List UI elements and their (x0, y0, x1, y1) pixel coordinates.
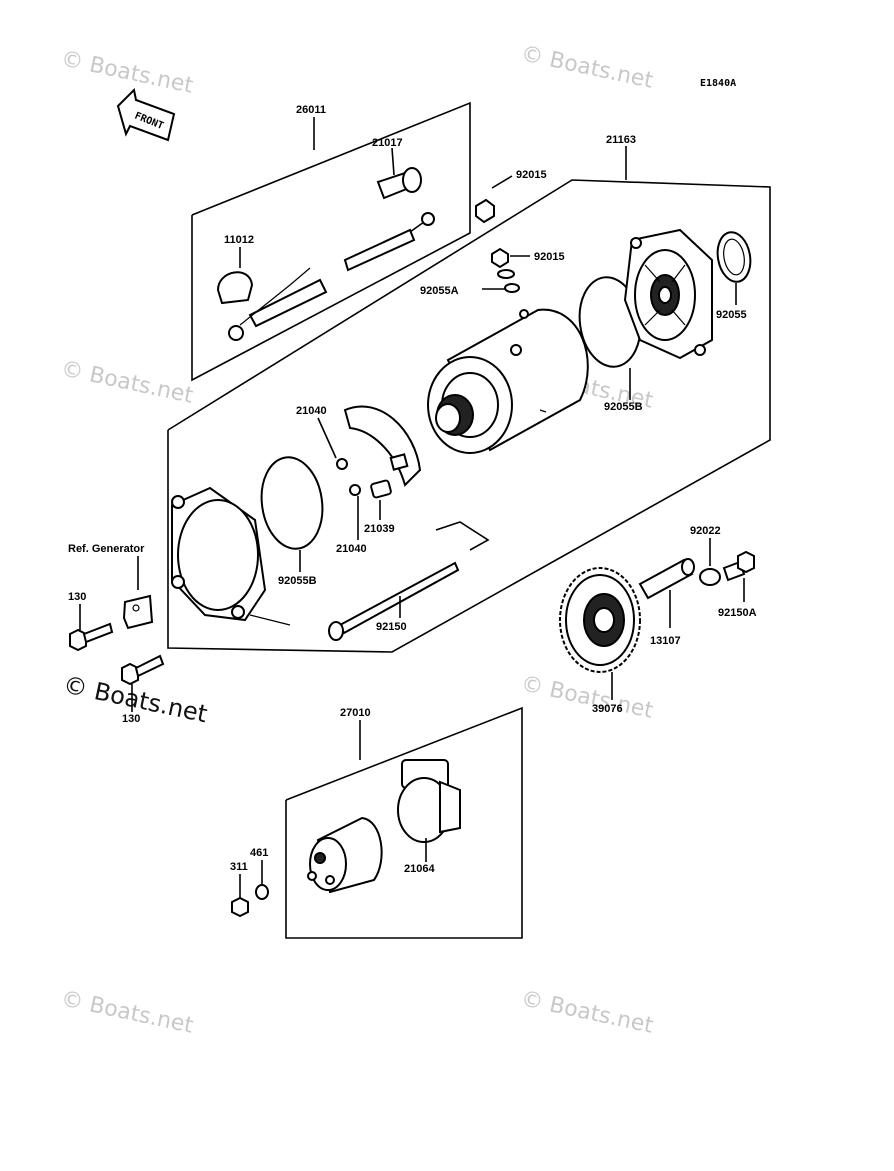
label-11012: 11012 (224, 234, 254, 246)
label-92015-a: 92015 (516, 169, 547, 181)
relay-21064 (397, 759, 461, 862)
generator-bracket (122, 556, 154, 630)
starter-relay-body (307, 816, 383, 894)
watermarks: © Boats.net © Boats.net © Boats.net © Bo… (59, 41, 656, 1038)
nut-92015-b (482, 247, 530, 293)
starter-cable (343, 212, 435, 272)
end-cover-right (623, 228, 713, 360)
terminal-boot-21017 (376, 147, 422, 200)
label-21040-a: 21040 (296, 405, 327, 417)
o-ring-92055b-left (260, 456, 324, 572)
label-26011: 26011 (296, 104, 326, 116)
watermark: © Boats.net (519, 41, 656, 93)
label-27010: 27010 (340, 707, 371, 719)
label-92055B-b: 92055B (278, 575, 317, 587)
watermark: © Boats.net (59, 986, 196, 1038)
front-arrow: FRONT (116, 87, 176, 142)
label-21040-b: 21040 (336, 543, 367, 555)
idle-gear-39076 (559, 567, 641, 700)
nut-92015-a (475, 175, 513, 224)
watermark: © Boats.net (519, 986, 656, 1038)
label-92022: 92022 (690, 525, 721, 537)
idle-shaft-13107 (638, 558, 695, 628)
watermark: © Boats.net (59, 46, 196, 98)
brush-holder (317, 405, 422, 540)
label-39076: 39076 (592, 703, 623, 715)
end-cover-left (171, 486, 291, 626)
watermark: © Boats.net (519, 671, 656, 723)
diagram-code: E1840A (700, 78, 736, 89)
label-ref-generator: Ref. Generator (68, 543, 145, 555)
group-box-27010 (285, 706, 523, 939)
o-ring-92055 (716, 231, 752, 305)
label-311: 311 (230, 861, 248, 873)
label-92055: 92055 (716, 309, 747, 321)
bolt-130-a (69, 604, 114, 652)
label-130-a: 130 (68, 591, 86, 603)
label-92150A: 92150A (718, 607, 757, 619)
label-21163: 21163 (606, 134, 636, 146)
lock-washer-461 (255, 860, 269, 900)
label-92150: 92150 (376, 621, 407, 633)
label-461: 461 (250, 847, 268, 859)
watermark: © Boats.net (59, 356, 196, 408)
bolt-130-b (121, 654, 165, 712)
label-92055A: 92055A (420, 285, 459, 297)
nut-311 (231, 874, 249, 918)
label-13107: 13107 (650, 635, 681, 647)
label-21039: 21039 (364, 523, 395, 535)
label-21017: 21017 (372, 137, 403, 149)
washer-92022 (699, 538, 721, 586)
label-130-b: 130 (122, 713, 140, 725)
bolt-92150a (722, 550, 755, 602)
terminal-cap-11012 (216, 247, 328, 341)
label-92055B-a: 92055B (604, 401, 643, 413)
group-box-26011 (191, 101, 471, 382)
label-92015-b: 92015 (534, 251, 565, 263)
through-bolt-92150 (328, 521, 490, 641)
label-21064: 21064 (404, 863, 435, 875)
group-box-21163 (167, 146, 771, 653)
